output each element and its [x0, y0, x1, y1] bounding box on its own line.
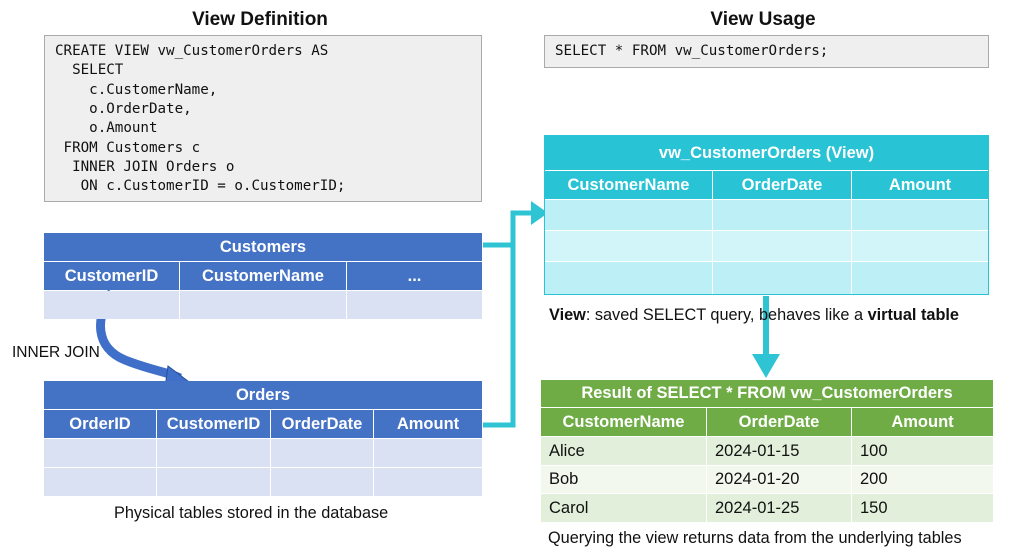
code-line: INNER JOIN Orders o — [55, 158, 235, 175]
view-empty-cell — [713, 231, 851, 261]
result-caption: Querying the view returns data from the … — [548, 529, 962, 547]
orders-col-header: OrderDate — [271, 410, 373, 438]
view-empty-cell — [713, 200, 851, 230]
view-col-header: OrderDate — [713, 171, 851, 199]
view-empty-cell — [852, 262, 988, 294]
view-caption-text: : saved SELECT query, behaves like a — [585, 306, 868, 324]
orders-to-view-connector — [483, 245, 516, 428]
customers-empty-cell — [44, 291, 179, 319]
customers-to-view-connector — [483, 210, 532, 248]
result-cell: Alice — [541, 437, 706, 465]
orders-col-header: CustomerID — [157, 410, 270, 438]
view-caption-bold-view: View — [549, 306, 586, 324]
result-cell: 2024-01-15 — [707, 437, 851, 465]
view-col-header: Amount — [852, 171, 988, 199]
customers-table: Customers CustomerID CustomerName ... — [44, 233, 482, 319]
code-line: o.OrderDate, — [55, 100, 192, 117]
orders-title: Orders — [44, 381, 482, 409]
customers-empty-cell — [347, 291, 482, 319]
orders-empty-cell — [374, 468, 482, 496]
customers-col-header: ... — [347, 262, 482, 290]
view-caption: View: saved SELECT query, behaves like a… — [549, 306, 959, 325]
view-to-result-arrowhead — [752, 354, 780, 378]
orders-empty-cell — [271, 468, 373, 496]
code-line: CREATE VIEW vw_CustomerOrders AS — [55, 43, 329, 59]
view-title: vw_CustomerOrders (View) — [545, 136, 988, 170]
view-usage-heading: View Usage — [710, 9, 816, 30]
customers-col-header: CustomerName — [180, 262, 346, 290]
code-line: SELECT — [55, 62, 124, 79]
customers-col-header: CustomerID — [44, 262, 179, 290]
result-col-header: CustomerName — [541, 408, 706, 436]
view-caption-bold-virtual: virtual table — [867, 306, 959, 324]
orders-col-header: OrderID — [44, 410, 156, 438]
orders-empty-cell — [271, 439, 373, 467]
result-col-header: Amount — [852, 408, 993, 436]
orders-empty-cell — [157, 439, 270, 467]
query-line: SELECT * FROM vw_CustomerOrders; — [555, 43, 829, 59]
orders-empty-cell — [157, 468, 270, 496]
orders-empty-cell — [374, 439, 482, 467]
result-cell: 2024-01-20 — [707, 466, 851, 493]
result-cell: 200 — [852, 466, 993, 493]
view-col-header: CustomerName — [545, 171, 712, 199]
customers-to-view-arrowhead — [531, 201, 548, 225]
result-table: Result of SELECT * FROM vw_CustomerOrder… — [541, 380, 993, 522]
view-table: vw_CustomerOrders (View) CustomerName Or… — [544, 135, 989, 295]
customers-empty-cell — [180, 291, 346, 319]
view-empty-cell — [852, 231, 988, 261]
code-line: ON c.CustomerID = o.CustomerID; — [55, 178, 346, 195]
code-line: FROM Customers c — [55, 139, 201, 156]
customers-title: Customers — [44, 233, 482, 261]
result-cell: Carol — [541, 494, 706, 522]
orders-empty-cell — [44, 439, 156, 467]
result-title: Result of SELECT * FROM vw_CustomerOrder… — [541, 380, 993, 407]
orders-col-header: Amount — [374, 410, 482, 438]
inner-join-label: INNER JOIN — [12, 344, 100, 361]
orders-empty-cell — [44, 468, 156, 496]
view-empty-cell — [852, 200, 988, 230]
result-cell: 2024-01-25 — [707, 494, 851, 522]
orders-table: Orders OrderID CustomerID OrderDate Amou… — [44, 381, 482, 496]
result-cell: 150 — [852, 494, 993, 522]
view-empty-cell — [545, 231, 712, 261]
code-line: c.CustomerName, — [55, 81, 218, 98]
view-definition-code: CREATE VIEW vw_CustomerOrders AS SELECT … — [44, 35, 482, 202]
result-cell: 100 — [852, 437, 993, 465]
view-definition-heading: View Definition — [192, 9, 328, 30]
view-empty-cell — [545, 262, 712, 294]
view-empty-cell — [545, 200, 712, 230]
physical-tables-caption: Physical tables stored in the database — [114, 504, 389, 522]
view-empty-cell — [713, 262, 851, 294]
result-col-header: OrderDate — [707, 408, 851, 436]
result-cell: Bob — [541, 466, 706, 493]
view-usage-code: SELECT * FROM vw_CustomerOrders; — [544, 35, 989, 68]
code-line: o.Amount — [55, 120, 158, 137]
